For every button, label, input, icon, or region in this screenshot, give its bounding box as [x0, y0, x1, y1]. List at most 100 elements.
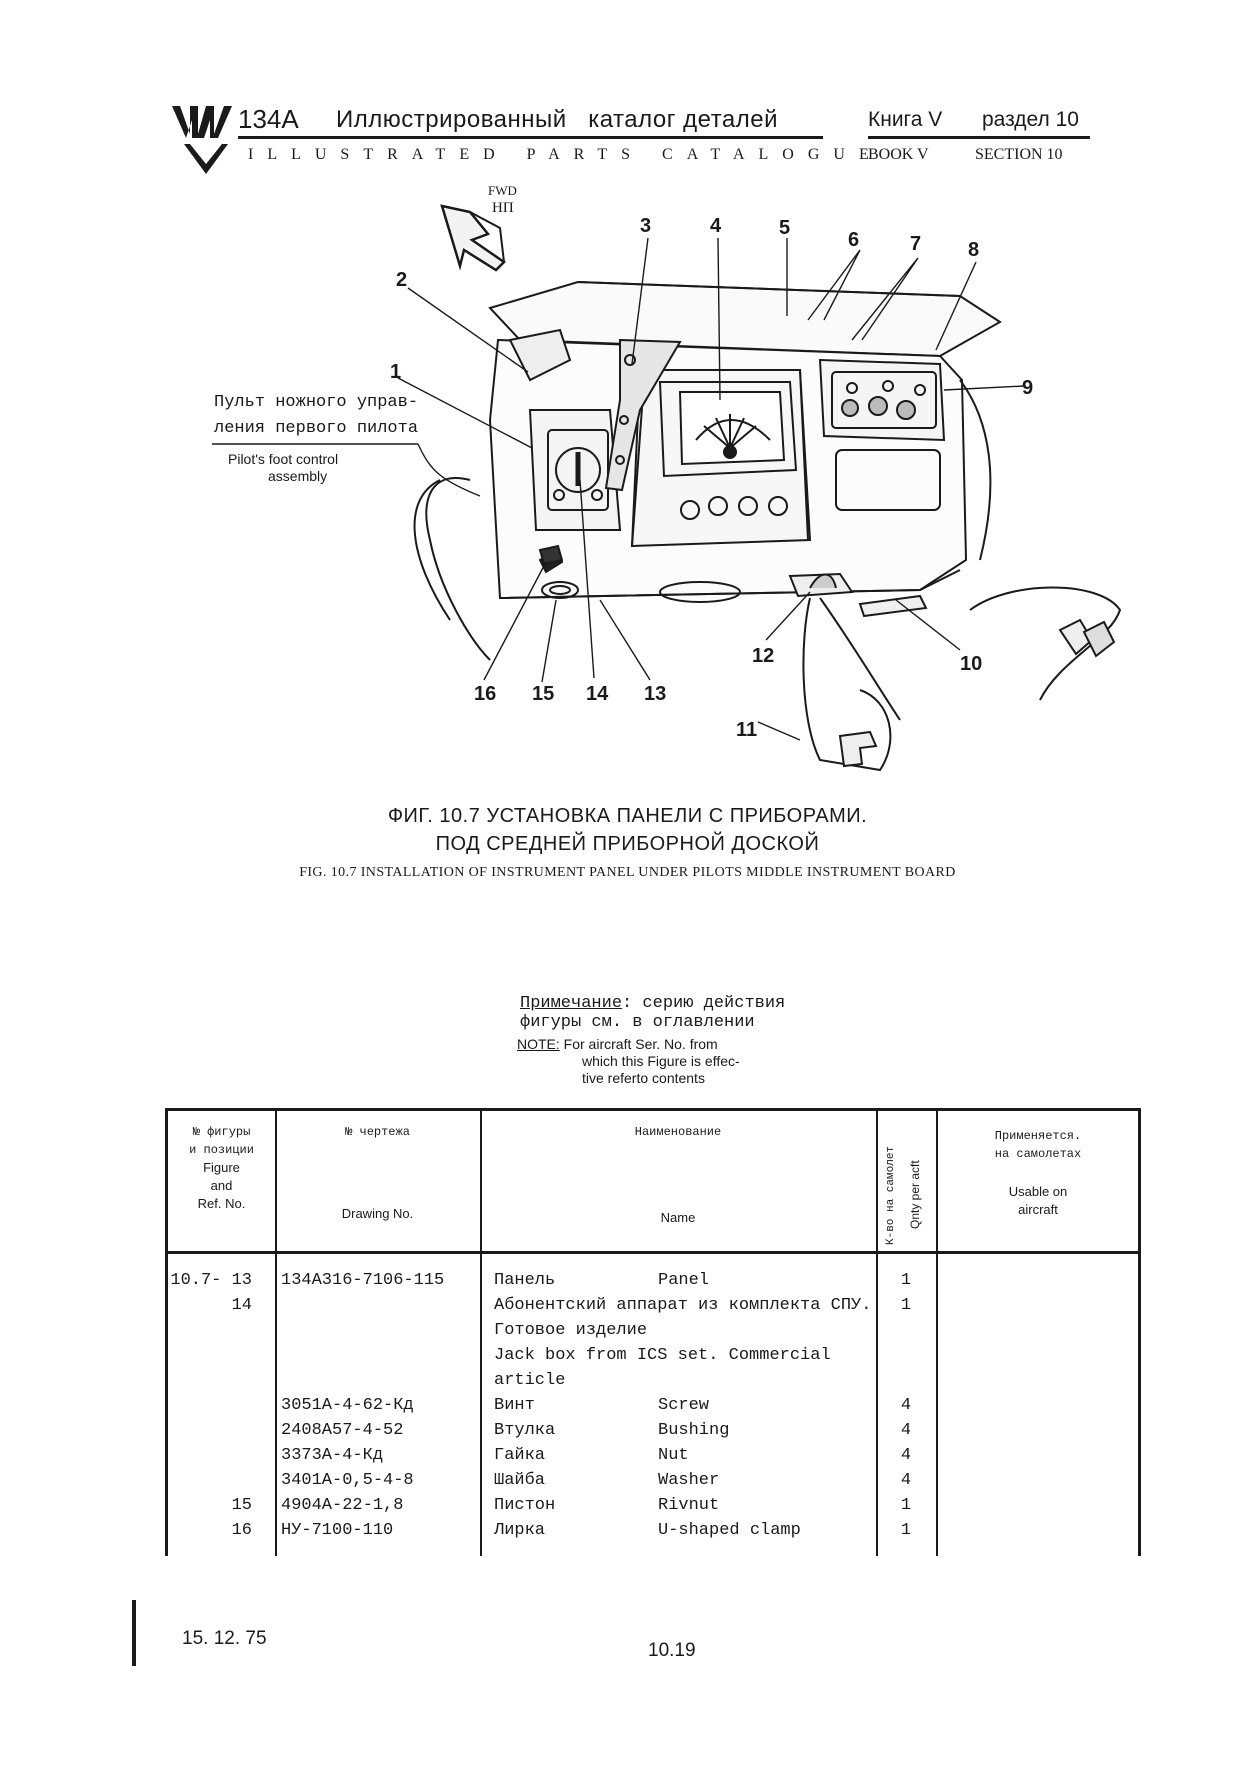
cell-name-en: Bushing	[658, 1421, 730, 1440]
book-label-ru: Книга V	[868, 108, 943, 131]
foot-control-label-en-1: Pilot's foot control	[228, 451, 338, 467]
cell-figure: 16	[231, 1521, 252, 1540]
margin-mark	[132, 1600, 136, 1666]
header-name: Наименование Name	[480, 1123, 876, 1227]
fwd-arrow	[440, 204, 506, 272]
note-ru-text-2: фигуры см. в оглавлении	[520, 1013, 755, 1032]
column-divider	[275, 1111, 277, 1556]
header-qty-en: Qnty per acft	[908, 1160, 922, 1229]
foot-control-label-en-2: assembly	[268, 468, 327, 484]
cell-name-ru: Пистон	[494, 1496, 556, 1515]
header-qty: К-во на самолет Qnty per acft	[876, 1117, 936, 1247]
callout-8: 8	[968, 239, 979, 261]
catalog-number: 134A	[238, 104, 299, 134]
cell-name-ru: Лирка	[494, 1521, 546, 1540]
cell-qty: 4	[900, 1446, 912, 1465]
callout-1: 1	[390, 361, 401, 383]
cell-qty: 4	[900, 1471, 912, 1490]
fwd-label-en: FWD	[488, 183, 517, 198]
cell-drawing: 2408А57-4-52	[281, 1421, 404, 1440]
note-en-label: NOTE:	[517, 1036, 560, 1052]
header-rule	[238, 136, 823, 139]
cell-qty: 1	[900, 1296, 912, 1315]
cell-name-en: Washer	[658, 1471, 720, 1490]
parts-table: № фигуры и позиции Figure and Ref. No. №…	[165, 1108, 1141, 1556]
fwd-label-ru: НП	[492, 200, 514, 216]
cell-name-en: Screw	[658, 1396, 710, 1415]
section-label-en: SECTION 10	[975, 146, 1063, 163]
column-divider	[480, 1111, 482, 1556]
callout-16: 16	[474, 683, 496, 705]
cell-qty: 4	[900, 1421, 912, 1440]
foot-control-label-ru-1: Пульт ножного управ-	[214, 393, 418, 412]
cell-figure: 14	[231, 1296, 252, 1315]
header-drawing: № чертежа Drawing No.	[275, 1123, 480, 1223]
cell-drawing: 4904А-22-1,8	[281, 1496, 404, 1515]
catalog-title-en: ILLUSTRATED PARTS CATALOGUE	[248, 146, 883, 163]
cell-name-ru: Jack box from ICS set. Commercial	[494, 1346, 831, 1365]
revision-date: 15. 12. 75	[182, 1628, 267, 1649]
header-usable-en-2: aircraft	[1018, 1202, 1058, 1217]
cell-name-ru: Панель	[494, 1271, 556, 1290]
callout-15: 15	[532, 683, 554, 705]
callout-4: 4	[710, 215, 722, 237]
catalog-title-ru: Иллюстрированный каталог деталей	[336, 106, 779, 133]
figure-caption-ru-2: ПОД СРЕДНЕЙ ПРИБОРНОЙ ДОСКОЙ	[435, 833, 820, 855]
cell-qty: 1	[900, 1521, 912, 1540]
header-figure-en-3: Ref. No.	[197, 1196, 246, 1211]
logo	[170, 100, 236, 181]
header-figure-en-2: and	[210, 1178, 233, 1193]
callout-6: 6	[848, 229, 859, 251]
cell-name-en: Rivnut	[658, 1496, 720, 1515]
note-ru: Примечание: серию действия фигуры см. в …	[520, 994, 785, 1032]
cell-qty: 4	[900, 1396, 912, 1415]
column-divider	[876, 1111, 878, 1556]
cell-name-ru: Шайба	[494, 1471, 546, 1490]
cell-name-en: U-shaped clamp	[658, 1521, 801, 1540]
cell-name-ru: Втулка	[494, 1421, 556, 1440]
callout-13: 13	[644, 683, 666, 705]
cell-name-ru: Абонентский аппарат из комплекта СПУ.	[494, 1296, 872, 1315]
callout-14: 14	[586, 683, 609, 705]
note-en-rest: which this Figure is effec- tive referto…	[582, 1053, 740, 1087]
cell-drawing: 3373А-4-Кд	[281, 1446, 384, 1465]
header-usable: Применяется. на самолетах Usable on airc…	[938, 1127, 1138, 1219]
header-drawing-en: Drawing No.	[341, 1206, 414, 1221]
callout-2: 2	[396, 269, 407, 291]
callout-3: 3	[640, 215, 651, 237]
cell-figure: 15	[231, 1496, 252, 1515]
callout-5: 5	[779, 217, 790, 239]
header-figure-ru-1: № фигуры	[192, 1125, 251, 1139]
figure-caption-ru-1: ФИГ. 10.7 УСТАНОВКА ПАНЕЛИ С ПРИБОРАМИ.	[387, 805, 868, 827]
cell-drawing: 134А316-7106-115	[281, 1271, 445, 1290]
callout-9: 9	[1022, 377, 1033, 399]
header-usable-ru-1: Применяется.	[994, 1129, 1082, 1143]
callout-7: 7	[910, 233, 921, 255]
page-number: 10.19	[648, 1640, 696, 1661]
header-drawing-ru: № чертежа	[345, 1125, 410, 1139]
cell-qty: 1	[900, 1496, 912, 1515]
header-separator	[168, 1251, 1138, 1254]
note-en-text-2: which this Figure is effec-	[582, 1053, 740, 1069]
cell-qty: 1	[900, 1271, 912, 1290]
column-divider	[936, 1111, 938, 1556]
note-ru-text-1: : серию действия	[622, 994, 786, 1013]
header-usable-en-1: Usable on	[1008, 1184, 1068, 1199]
note-en-text-1: For aircraft Ser. No. from	[563, 1036, 718, 1052]
cell-name-ru: Винт	[494, 1396, 535, 1415]
note-en-text-3: tive referto contents	[582, 1070, 705, 1086]
header-figure: № фигуры и позиции Figure and Ref. No.	[168, 1123, 275, 1213]
note-ru-label: Примечание	[520, 994, 623, 1013]
cell-name-ru: Готовое изделие	[494, 1321, 648, 1340]
cell-drawing: 3401А-0,5-4-8	[281, 1471, 414, 1490]
cell-name-ru: article	[494, 1371, 566, 1390]
book-label-en: BOOK V	[868, 146, 929, 163]
header-usable-ru-2: на самолетах	[994, 1147, 1082, 1161]
installation-diagram: 1 2 3 4 5 6 7 8 9 10 11 12 13 14 15 16 П…	[212, 204, 1122, 772]
cell-drawing: НУ-7100-110	[281, 1521, 394, 1540]
callout-10: 10	[960, 653, 982, 675]
cell-figure: 10.7- 13	[170, 1271, 252, 1290]
header-figure-en-1: Figure	[203, 1160, 240, 1175]
foot-control-label-ru-2: ления первого пилота	[214, 419, 418, 438]
cell-name-en: Panel	[658, 1271, 710, 1290]
